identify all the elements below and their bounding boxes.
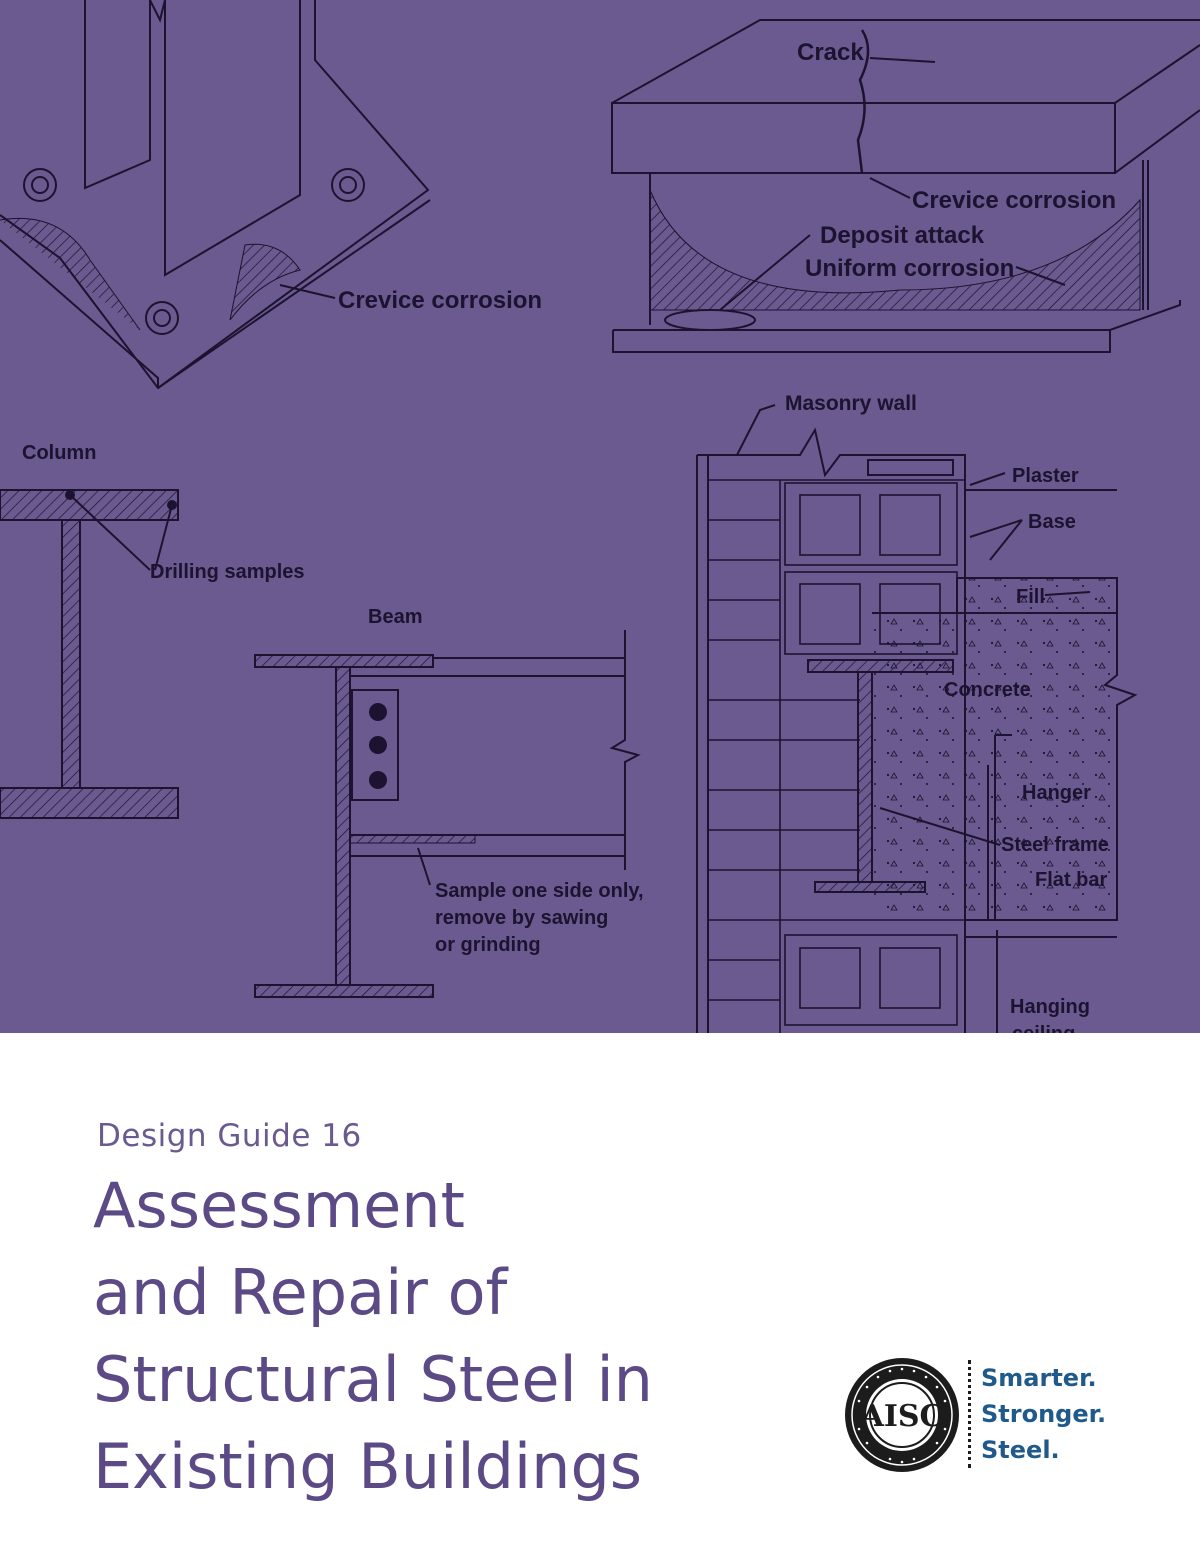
label-beam: Beam — [368, 606, 422, 628]
label-base: Base — [1028, 511, 1076, 533]
label-fill: Fill — [1016, 586, 1045, 608]
cover-illustration: Crack Crevice corrosion Deposit attack U… — [0, 0, 1200, 1033]
title-line-3: Structural Steel in — [93, 1343, 653, 1416]
tagline-line-1: Smarter. — [981, 1364, 1097, 1392]
label-crevice-corrosion-top: Crevice corrosion — [912, 187, 1116, 214]
title-line-2: and Repair of — [93, 1256, 508, 1329]
label-masonry-wall: Masonry wall — [785, 392, 917, 415]
design-guide-number: Design Guide 16 — [97, 1118, 362, 1154]
tagline-line-3: Steel. — [981, 1436, 1060, 1464]
label-sample-line-3: or grinding — [435, 934, 541, 956]
label-uniform-corrosion: Uniform corrosion — [805, 255, 1014, 282]
base-plate-drawing — [0, 0, 431, 390]
logo-letters: AISC — [860, 1399, 944, 1434]
label-concrete: Concrete — [944, 679, 1031, 701]
label-sample-line-1: Sample one side only, — [435, 880, 644, 902]
label-crack: Crack — [797, 39, 864, 66]
label-crevice-corrosion-base: Crevice corrosion — [338, 287, 542, 314]
tagline-divider — [968, 1360, 971, 1468]
label-flat-bar: Flat bar — [1035, 869, 1107, 891]
masonry-wall-drawing — [696, 404, 1138, 1033]
label-drilling-samples: Drilling samples — [150, 561, 305, 583]
label-hanging: Hanging — [1010, 996, 1090, 1018]
beam-section-drawing — [254, 630, 641, 998]
slab-beam-drawing — [611, 19, 1200, 353]
label-plaster: Plaster — [1012, 465, 1079, 487]
title-line-1: Assessment — [93, 1169, 465, 1242]
title-line-4: Existing Buildings — [93, 1430, 643, 1503]
label-deposit-attack: Deposit attack — [820, 222, 985, 249]
tagline-line-2: Stronger. — [981, 1400, 1107, 1428]
label-steel-frame: Steel frame — [1001, 834, 1109, 856]
label-ceiling: ceiling — [1012, 1023, 1075, 1033]
label-sample-line-2: remove by sawing — [435, 907, 608, 929]
label-hanger: Hanger — [1022, 782, 1091, 804]
label-column: Column — [22, 442, 96, 464]
aisc-seal-logo: AISC — [842, 1355, 962, 1475]
column-section-drawing — [0, 489, 179, 819]
book-title: Assessment and Repair of Structural Stee… — [93, 1162, 653, 1510]
tagline: Smarter. Stronger. Steel. — [981, 1360, 1106, 1468]
